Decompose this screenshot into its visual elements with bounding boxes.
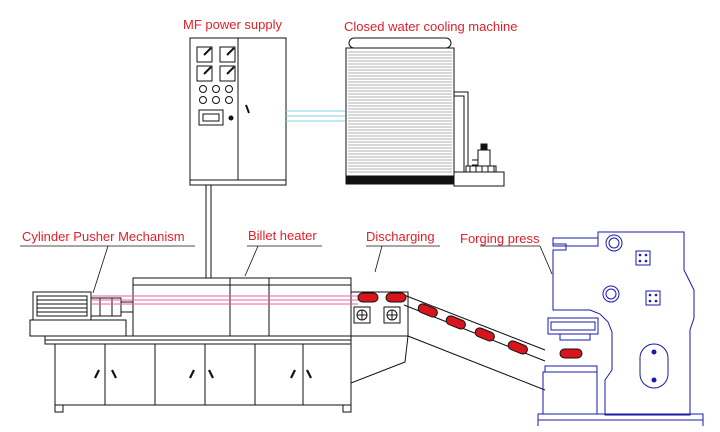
billet-heater <box>44 277 409 413</box>
discharge-rollers <box>353 306 401 324</box>
water-pipes <box>286 110 345 122</box>
mf-power-supply-cabinet <box>189 37 287 278</box>
billet <box>474 327 495 342</box>
cylinder-pusher-label: Cylinder Pusher Mechanism <box>22 229 185 244</box>
billet <box>559 348 583 359</box>
induction-coil <box>92 295 358 305</box>
billet <box>417 303 438 318</box>
billet <box>357 292 379 303</box>
billet <box>445 315 466 330</box>
cylinder-pusher <box>29 291 134 337</box>
mf-power-supply-label: MF power supply <box>183 17 282 32</box>
billet-heater-label: Billet heater <box>248 228 317 243</box>
press-dots <box>638 253 658 383</box>
cooling-machine <box>345 37 505 187</box>
billets <box>357 292 583 359</box>
billet <box>507 340 528 355</box>
forging-press <box>537 231 704 426</box>
cooling-machine-label: Closed water cooling machine <box>344 19 518 34</box>
billet <box>385 292 407 303</box>
discharging-label: Discharging <box>366 229 435 244</box>
leader-lines <box>20 245 553 294</box>
forging-press-label: Forging press <box>460 231 540 246</box>
